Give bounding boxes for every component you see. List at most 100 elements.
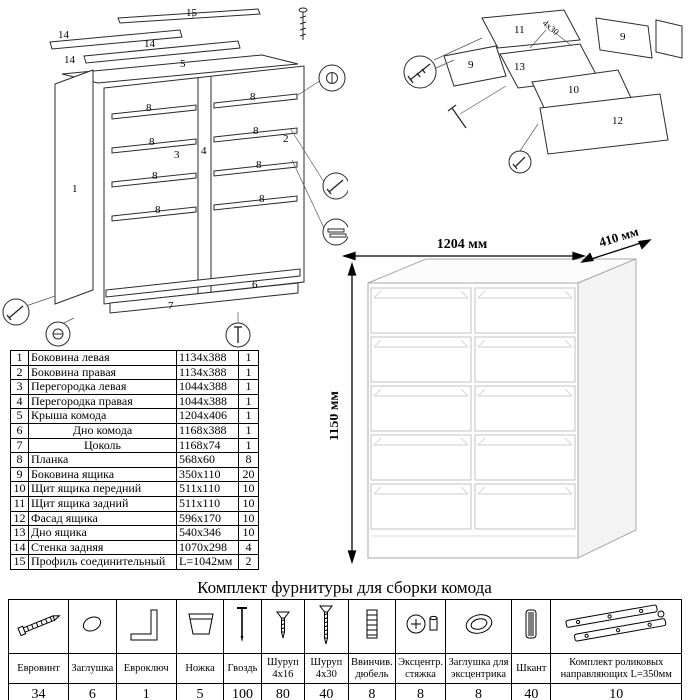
part-number: 6	[10, 422, 29, 439]
nail-icon	[237, 607, 248, 642]
parts-table-row: 13 Дно ящика 540x346 10	[10, 525, 259, 541]
hardware-name: Евровинт	[7, 653, 70, 684]
drawer-diagram-panel: 11 9 9 13 10 12 4x30	[386, 2, 689, 184]
callout-label-11: 11	[514, 24, 525, 36]
confirmat-icon	[407, 63, 431, 84]
part-name: Боковина правая	[28, 364, 177, 381]
drawer-front	[370, 287, 472, 334]
parts-table-body: 1 Боковина левая 1134x388 1 2 Боковина п…	[10, 350, 259, 570]
part-name: Перегородка правая	[28, 393, 177, 410]
part-number: 7	[10, 437, 29, 454]
callout-label-7: 7	[168, 300, 174, 312]
part-left-side-panel	[54, 69, 94, 305]
part-slat	[111, 206, 197, 222]
part-name: Цоколь	[28, 437, 177, 454]
hardware-icon-cell	[511, 599, 552, 654]
part-back-wall-b	[83, 40, 241, 64]
part-profile	[117, 8, 261, 24]
part-size: 1044x388	[176, 393, 239, 410]
hardware-qty: 8	[444, 683, 513, 700]
drawer-leader-lines	[433, 29, 573, 152]
part-name: Планка	[28, 452, 177, 468]
drawer-front	[474, 385, 576, 432]
hardware-name: Ввинчив. дюбель	[347, 653, 397, 684]
part-number: 1	[10, 350, 29, 366]
part-back-wall-a	[49, 29, 183, 50]
part-size: 350x110	[176, 466, 239, 483]
callout-label-8: 8	[155, 204, 161, 216]
hardware-name: Гвоздь	[223, 653, 262, 684]
part-quantity: 1	[238, 364, 259, 381]
part-quantity: 1	[238, 379, 259, 395]
hardware-qty: 5	[175, 683, 225, 700]
part-quantity: 1	[238, 393, 259, 410]
part-size: 511x110	[176, 481, 239, 497]
part-size: 1134x388	[176, 350, 239, 366]
threaded-dowel-icon	[366, 609, 378, 639]
part-size: 1168x74	[176, 437, 239, 454]
dresser-side-face	[577, 258, 637, 559]
drawer-front	[474, 434, 576, 481]
part-size: 568x60	[176, 452, 239, 468]
hardware-icons-row	[7, 599, 682, 654]
part-quantity: 10	[238, 481, 259, 497]
part-drawer-facade	[539, 93, 669, 155]
part-name: Профиль соединительный	[28, 554, 177, 570]
drawer-parts	[443, 9, 683, 155]
width-dimension-label: 1204 мм	[437, 237, 488, 252]
cam-icon	[326, 72, 338, 84]
part-number: 2	[10, 364, 29, 381]
part-slat	[111, 138, 197, 154]
leader-lines	[25, 12, 325, 325]
hardware-qty: 100	[223, 683, 262, 700]
part-quantity: 2	[238, 554, 259, 570]
part-quantity: 4	[238, 539, 259, 556]
callout-label-8: 8	[146, 102, 152, 114]
callout-label-8: 8	[259, 193, 265, 205]
part-drawer-side-right	[595, 17, 653, 59]
part-quantity: 1	[238, 437, 259, 454]
part-quantity: 10	[238, 495, 259, 512]
part-name: Щит ящика передний	[28, 481, 177, 497]
hex-key-icon	[130, 609, 158, 641]
hardware-table: Евровинт Заглушка Евроключ Ножка Гвоздь …	[7, 599, 682, 700]
part-name: Щит ящика задний	[28, 495, 177, 512]
part-number: 10	[10, 481, 29, 497]
hardware-name: Комплект роликовых направляющих L=350мм	[550, 653, 682, 684]
parts-table-row: 2 Боковина правая 1134x388 1	[10, 364, 259, 381]
drawer-slides-icon	[565, 604, 666, 642]
part-number: 11	[10, 495, 29, 512]
hardware-qty: 80	[260, 683, 306, 700]
hardware-icon-cell	[395, 599, 446, 654]
drawer-front	[370, 336, 472, 383]
hardware-quantities-row: 34 6 1 5 100 80 40 8 8 8 40 10	[7, 683, 682, 700]
depth-dimension-label: 410 мм	[597, 224, 640, 250]
parts-table: 1 Боковина левая 1134x388 1 2 Боковина п…	[10, 350, 259, 570]
screw-icon-2	[234, 326, 242, 343]
cap-icon	[83, 616, 102, 632]
dimension-arrows	[341, 239, 652, 565]
product-view-panel: 1204 мм 410 мм 1150 мм	[327, 224, 689, 584]
drawer-front	[370, 385, 472, 432]
part-quantity: 8	[238, 452, 259, 468]
callout-label-8: 8	[149, 136, 155, 148]
callout-label-12: 12	[612, 115, 623, 127]
hardware-name: Заглушка	[68, 653, 117, 684]
carcass-parts	[49, 8, 305, 314]
parts-table-row: 1 Боковина левая 1134x388 1	[10, 350, 259, 366]
part-number: 13	[10, 525, 29, 541]
furniture-leg-icon	[188, 613, 214, 635]
parts-table-row: 7 Цоколь 1168x74 1	[10, 437, 259, 454]
part-name: Боковина левая	[28, 350, 177, 366]
part-name: Перегородка левая	[28, 379, 177, 395]
part-number: 3	[10, 379, 29, 395]
hardware-qty: 10	[550, 683, 682, 700]
drawer-front	[474, 483, 576, 530]
drawer-front	[474, 336, 576, 383]
parts-table-row: 10 Щит ящика передний 511x110 10	[10, 481, 259, 497]
hardware-qty: 8	[395, 683, 446, 700]
part-quantity: 1	[238, 422, 259, 439]
part-slat	[213, 127, 298, 143]
hardware-name: Заглушка для эксцентрика	[444, 653, 513, 684]
drawer-fasteners	[403, 55, 532, 174]
